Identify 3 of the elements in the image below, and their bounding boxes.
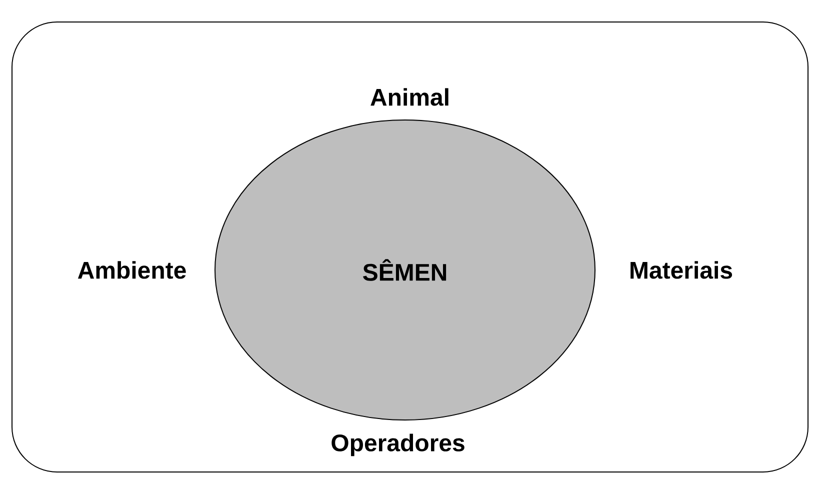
factor-label: Ambiente [78,261,186,279]
frame-box [12,22,808,472]
factor-label: Materiais [630,261,732,279]
